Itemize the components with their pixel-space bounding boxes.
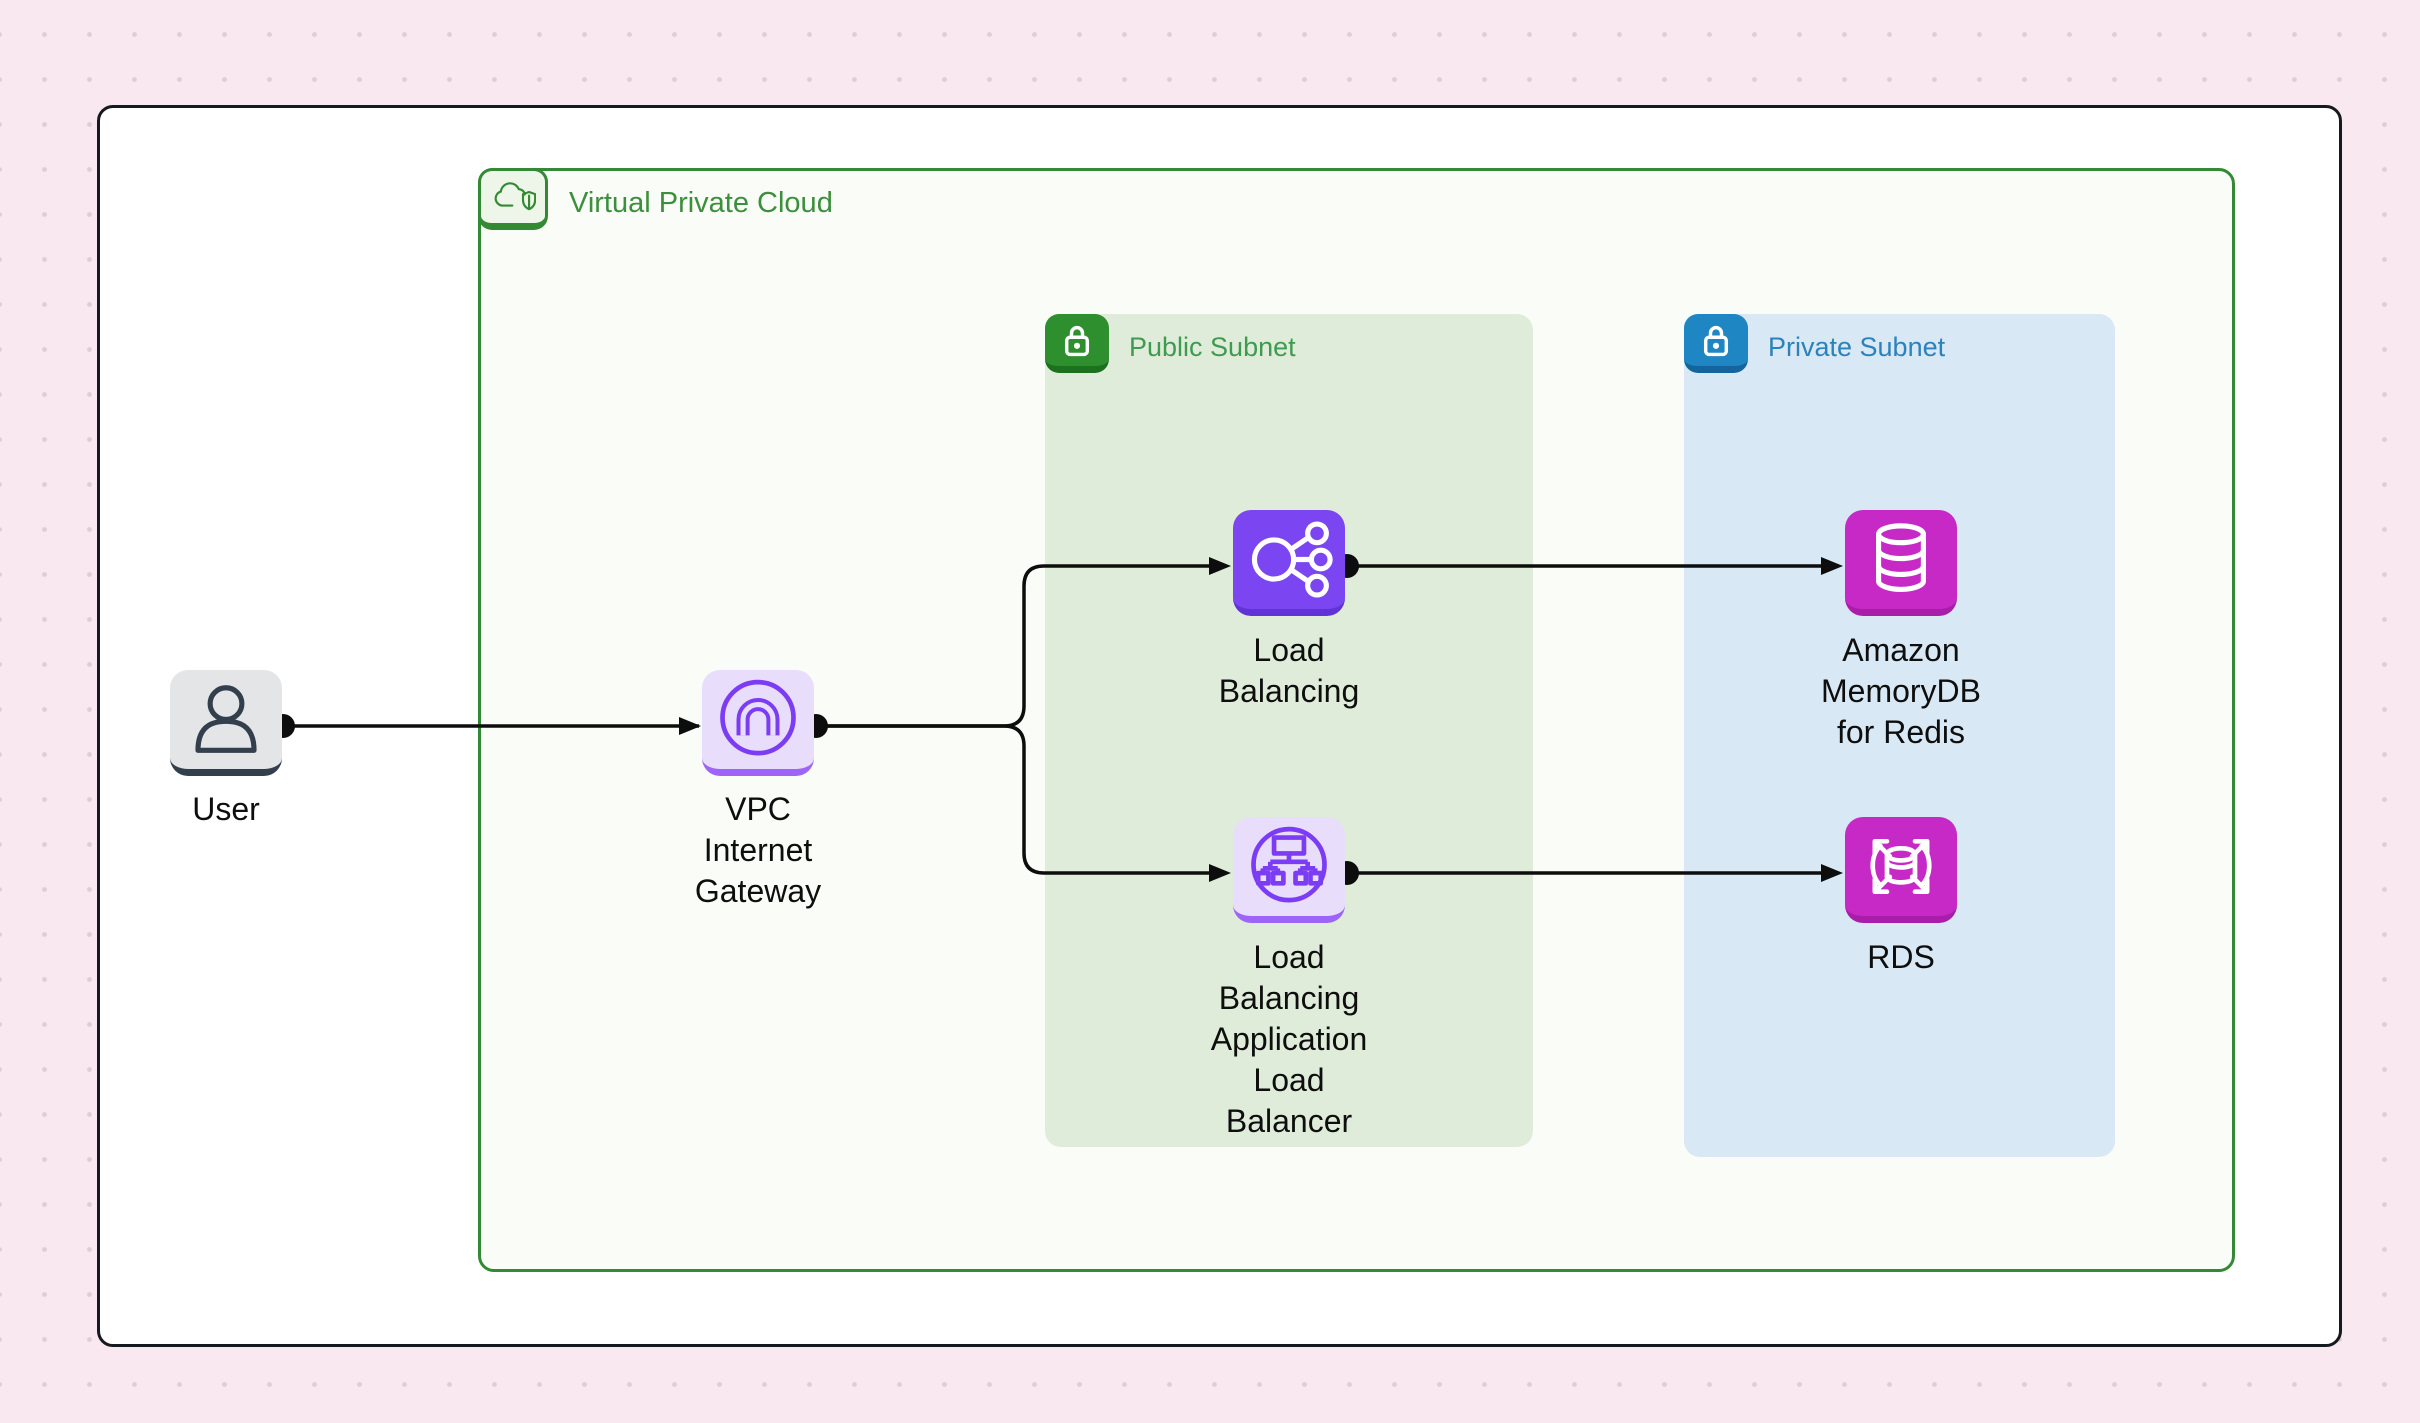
internet-gateway-icon [720, 679, 796, 756]
user-label: User [192, 791, 260, 827]
rds-node [1845, 817, 1957, 923]
private-subnet-label: Private Subnet [1768, 332, 1946, 362]
arrowhead [1821, 864, 1843, 882]
user-node [170, 670, 282, 776]
internet-gateway-label: VPC Internet Gateway [694, 791, 822, 909]
lock-icon [1703, 325, 1729, 357]
lock-icon [1064, 325, 1090, 357]
private-subnet-container: Private Subnet [1684, 314, 2115, 1157]
database-cylinder-icon [1876, 523, 1926, 592]
arrowhead [679, 717, 701, 735]
public-subnet-container: Public Subnet [1045, 314, 1533, 1147]
arrowhead [1821, 557, 1843, 575]
edge-user-to-igw [271, 714, 701, 738]
arrowhead [1209, 557, 1231, 575]
rds-label: RDS [1867, 939, 1935, 975]
load-balancer-icon [1251, 521, 1333, 598]
memorydb-node [1845, 510, 1957, 616]
edge-alb-to-rds [1335, 861, 1843, 885]
vpc-badge [478, 168, 548, 230]
arrowhead [1209, 864, 1231, 882]
load-balancing-label: Load Balancing [1218, 632, 1360, 709]
load-balancing-node [1233, 510, 1345, 616]
user-icon [195, 685, 257, 753]
application-load-balancer-node [1233, 817, 1345, 923]
rds-scaling-database-icon [1870, 838, 1932, 895]
private-subnet-badge [1684, 314, 1748, 373]
memorydb-label: Amazon MemoryDB for Redis [1820, 632, 1981, 750]
vpc-label: Virtual Private Cloud [569, 187, 833, 219]
cloud-shield-icon [494, 182, 536, 211]
internet-gateway-node [702, 670, 814, 776]
edge-lb-to-memorydb [1335, 554, 1843, 578]
public-subnet-label: Public Subnet [1129, 332, 1296, 362]
edge-igw-to-alb [816, 724, 1231, 882]
application-load-balancer-label: Load Balancing Application Load Balancer [1210, 939, 1368, 1139]
public-subnet-badge [1045, 314, 1109, 373]
application-load-balancer-icon [1251, 826, 1327, 903]
